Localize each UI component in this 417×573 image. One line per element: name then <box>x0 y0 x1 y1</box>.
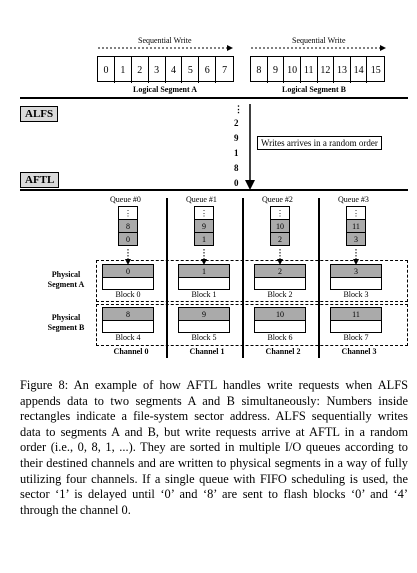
channel-separator-3 <box>318 198 320 358</box>
block-sector-value: 3 <box>331 265 381 278</box>
alfs-divider <box>20 97 408 99</box>
block-sector-value: 0 <box>103 265 153 278</box>
queue-cell: 0 <box>118 232 138 246</box>
seq-write-label-a: Sequential Write <box>138 36 192 45</box>
random-order-item: 2 <box>234 118 239 128</box>
logical-sector-cell: 9 <box>268 57 285 83</box>
flash-block: 3 <box>330 264 382 290</box>
queue-cell: 2 <box>270 232 290 246</box>
block-label: Block 3 <box>343 290 369 299</box>
block-label: Block 4 <box>115 333 141 342</box>
queue-cell: 3 <box>346 232 366 246</box>
logical-sector-cell: 13 <box>334 57 351 83</box>
logical-sector-cell: 4 <box>166 57 183 83</box>
channel-separator-2 <box>242 198 244 358</box>
physical-segment-b-box <box>96 304 408 346</box>
flash-block: 2 <box>254 264 306 290</box>
flash-block: 1 <box>178 264 230 290</box>
random-order-item: 0 <box>234 178 239 188</box>
block-label: Block 2 <box>267 290 293 299</box>
block-sector-value: 11 <box>331 308 381 321</box>
queue-cell: ⋮ <box>270 206 290 220</box>
logical-sector-cell: 8 <box>251 57 268 83</box>
alfs-label: ALFS <box>20 106 59 122</box>
queue-label: Queue #2 <box>262 195 293 204</box>
block-label: Block 7 <box>343 333 369 342</box>
block-label: Block 0 <box>115 290 141 299</box>
block-sector-value: 1 <box>179 265 229 278</box>
logical-sector-cell: 10 <box>284 57 301 83</box>
seq-write-label-b: Sequential Write <box>292 36 346 45</box>
flash-block: 9 <box>178 307 230 333</box>
channel-label: Channel 2 <box>265 347 301 356</box>
logical-sector-cell: 3 <box>149 57 166 83</box>
flash-block: 11 <box>330 307 382 333</box>
logical-sector-cell: 11 <box>301 57 318 83</box>
aftl-label: AFTL <box>20 172 60 188</box>
aftl-divider <box>20 189 408 191</box>
queue-cell: 1 <box>194 232 214 246</box>
flash-block: 0 <box>102 264 154 290</box>
logical-sector-cell: 5 <box>182 57 200 83</box>
logical-segment-a-label: Logical Segment A <box>133 85 197 94</box>
block-sector-value: 9 <box>179 308 229 321</box>
queue-label: Queue #3 <box>338 195 369 204</box>
physical-segment-a-box <box>96 260 408 302</box>
logical-sector-cell: 6 <box>199 57 217 83</box>
queue-to-block-arrows <box>125 249 359 265</box>
logical-segment-b-label: Logical Segment B <box>282 85 346 94</box>
figure-caption: Figure 8: An example of how AFTL handles… <box>20 378 408 517</box>
logical-sector-cell: 2 <box>132 57 149 83</box>
random-order-dots: ⋮ <box>234 104 243 114</box>
channel-label: Channel 3 <box>341 347 377 356</box>
flash-block: 10 <box>254 307 306 333</box>
queue-label: Queue #0 <box>110 195 141 204</box>
flash-block: 8 <box>102 307 154 333</box>
channel-separator-1 <box>166 198 168 358</box>
random-order-item: 1 <box>234 148 239 158</box>
random-order-item: 9 <box>234 133 239 143</box>
random-order-note: Writes arrives in a random order <box>257 136 382 150</box>
queue-label: Queue #1 <box>186 195 217 204</box>
block-label: Block 1 <box>191 290 217 299</box>
random-order-arrow <box>245 104 255 190</box>
block-sector-value: 10 <box>255 308 305 321</box>
block-label: Block 6 <box>267 333 293 342</box>
logical-sector-cell: 12 <box>318 57 335 83</box>
channel-label: Channel 1 <box>189 347 225 356</box>
block-label: Block 5 <box>191 333 217 342</box>
logical-sector-cell: 14 <box>351 57 368 83</box>
block-sector-value: 2 <box>255 265 305 278</box>
logical-sector-cell: 15 <box>370 64 381 76</box>
logical-sector-cell: 7 <box>222 64 228 76</box>
block-sector-value: 8 <box>103 308 153 321</box>
random-order-item: 8 <box>234 163 239 173</box>
channel-label: Channel 0 <box>113 347 149 356</box>
logical-sector-cell: 0 <box>98 57 115 83</box>
logical-sector-cell: 1 <box>115 57 132 83</box>
